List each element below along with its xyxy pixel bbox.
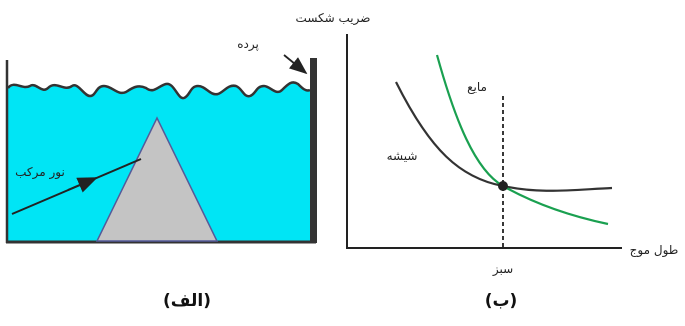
screen-label: پرده — [237, 37, 259, 52]
prism — [95, 116, 219, 242]
x-axis-label: طول موج — [630, 243, 679, 258]
screen — [310, 58, 317, 243]
panel-b: ضریب شکست طول موج سبز شیشه مایع (ب) — [296, 11, 679, 311]
liquid-surface — [7, 81, 311, 100]
panel-a: پرده نور مرکب (الف) — [5, 37, 317, 311]
series-line-glass — [395, 81, 613, 192]
x-tick-label: سبز — [492, 262, 513, 277]
y-axis-label: ضریب شکست — [296, 11, 371, 26]
caption-a: (الف) — [163, 291, 211, 311]
series-label-glass: شیشه — [387, 149, 418, 163]
caption-b: (ب) — [485, 291, 518, 311]
light-ray-arrow — [67, 177, 98, 193]
intersection-point — [498, 181, 508, 191]
series-label-liquid: مایع — [467, 80, 487, 94]
screen-label-arrow — [283, 54, 308, 75]
series-line-liquid — [435, 54, 609, 226]
light-label: نور مرکب — [15, 165, 65, 180]
